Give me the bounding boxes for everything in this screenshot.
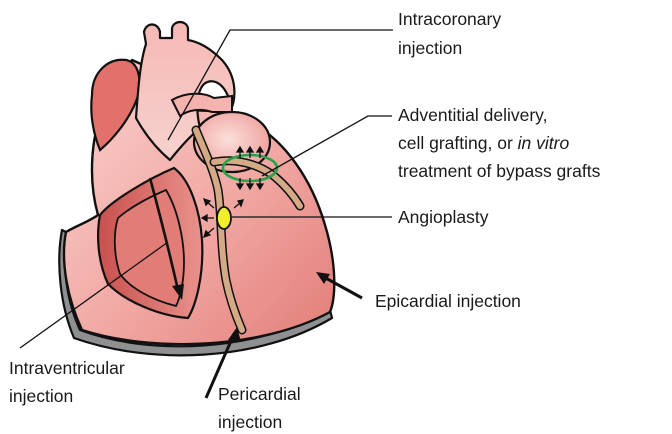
intraventricular-label: Intraventricular injection [9,358,130,406]
angioplasty-label: Angioplasty [398,207,489,227]
adventitial-label: Adventitial delivery, cell grafting, or … [398,105,601,181]
pericardial-label: Pericardial injection [218,384,306,432]
epicardial-label: Epicardial injection [375,291,521,311]
intracoronary-label: Intracoronary injection [398,9,506,58]
angioplasty-balloon [217,207,231,229]
